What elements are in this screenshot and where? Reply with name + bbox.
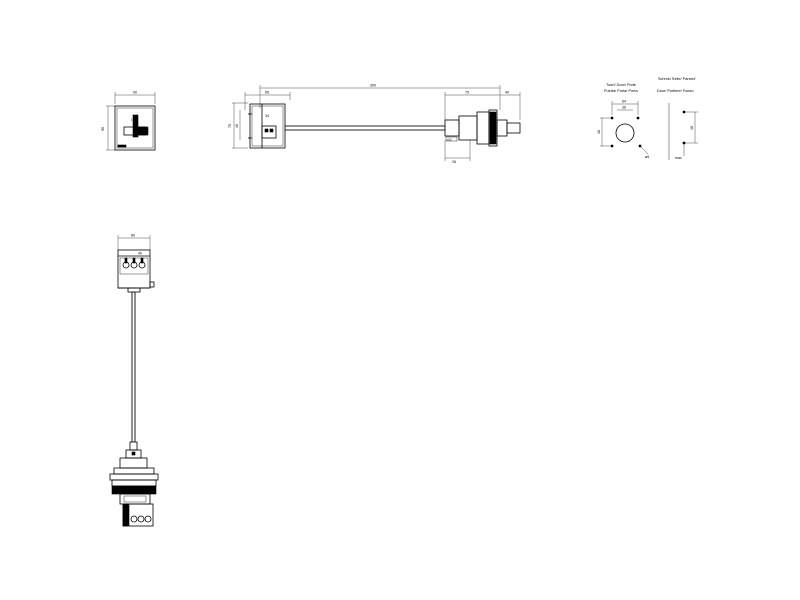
cutout-door-w1: 64 [622, 100, 626, 104]
side-view: 300 65 75 40 34 75 40 [228, 84, 521, 164]
front-height-dim: 95 [101, 127, 105, 131]
cutout-panel-title-1: Schrnk/ Seite/ Paneel/ [658, 77, 697, 81]
side-bottom-dim: 26 [452, 160, 456, 164]
cutout-panel-title-2: Door/ Portiere/ Fondo [657, 89, 694, 93]
cutout-door-w2: 36 [622, 106, 626, 110]
side-smallbox: ø22 [447, 137, 452, 141]
cutout-door-hole: ø5 [645, 155, 649, 159]
cutout-panel: Schrnk/ Seite/ Paneel/ Door/ Portiere/ F… [657, 77, 698, 160]
cutout-door-title-1: Tueri/ Door/ Porte [606, 83, 636, 87]
cutout-door-h: 48 [597, 130, 601, 134]
side-overall-dim: 300 [370, 84, 376, 88]
cutout-door: Tueri/ Door/ Porte Puerta/ Porta/ Porta … [597, 83, 649, 159]
vertical-top-dim: 80 [131, 234, 135, 238]
side-leftdepth-dim: 40 [235, 124, 239, 128]
side-midleft-dim: 34 [265, 114, 269, 118]
side-leftheight-dim: 75 [228, 124, 232, 128]
cutout-door-title-2: Puerta/ Porta/ Porta [604, 89, 638, 93]
vertical-view: 80 40 [109, 234, 159, 527]
front-center-mark: I [131, 118, 132, 122]
vertical-label: 40 [138, 252, 142, 256]
front-view: 90 95 I [101, 91, 156, 151]
cutout-panel-note: max [675, 156, 682, 160]
side-shaftright-dim: 75 [465, 91, 469, 95]
cutout-panel-h: 48 [690, 126, 694, 130]
front-width-dim: 90 [133, 91, 137, 95]
side-righttip-dim: 40 [505, 91, 509, 95]
side-topleft-dim: 65 [265, 91, 269, 95]
